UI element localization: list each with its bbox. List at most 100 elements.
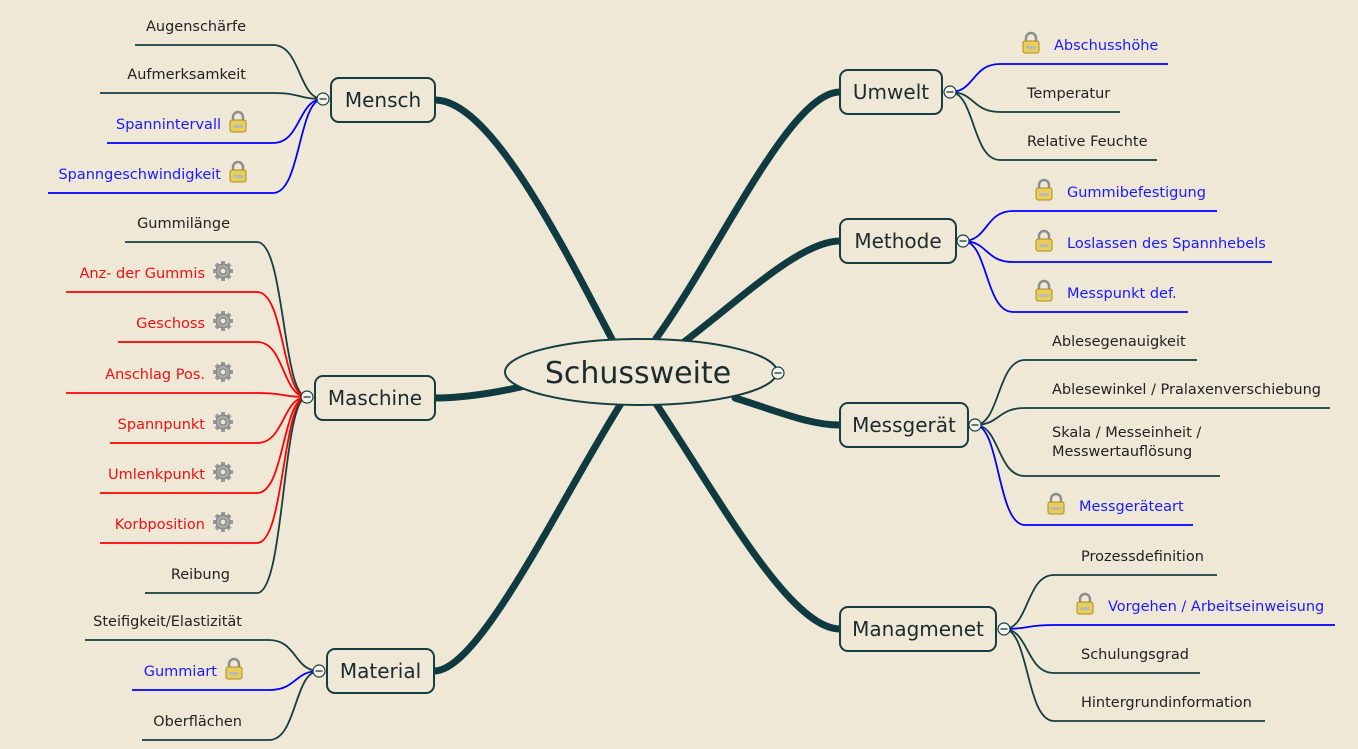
subtopic[interactable]: Spannintervall <box>107 98 324 144</box>
gear-icon <box>213 362 233 382</box>
subtopic-label: Messgeräteart <box>1079 499 1184 515</box>
subtopic[interactable]: Augenschärfe <box>135 19 324 100</box>
subtopic-label: Schulungsgrad <box>1081 647 1189 663</box>
subtopic[interactable]: Umlenkpunkt <box>100 396 308 494</box>
subtopic-label: Loslassen des Spannhebels <box>1067 236 1266 252</box>
main-branch-connectors <box>430 88 844 675</box>
subtopic-label: Geschoss <box>136 316 205 332</box>
subtopic[interactable]: Prozessdefinition <box>1003 549 1217 630</box>
main-connector <box>431 96 619 349</box>
main-topic-label: Material <box>340 659 421 683</box>
subtopic-connector <box>949 91 1120 113</box>
subtopic[interactable]: Skala / Messeinheit /Messwertauflösung <box>974 424 1220 477</box>
subtopic[interactable]: Ablesewinkel / Pralaxenverschiebung <box>974 382 1330 426</box>
subtopic-label: Abschusshöhe <box>1054 38 1158 54</box>
subtopic-label: Vorgehen / Arbeitseinweisung <box>1108 599 1324 615</box>
subtopic-label: Anschlag Pos. <box>105 367 205 383</box>
subtopic[interactable]: Relative Feuchte <box>949 91 1157 161</box>
subtopic-connector <box>125 241 308 398</box>
lock-icon <box>1035 178 1053 201</box>
central-topic[interactable]: Schussweite <box>504 338 778 406</box>
subtopic[interactable]: Oberflächen <box>142 670 320 741</box>
subtopic-connector <box>974 424 1220 477</box>
branch-0: AugenschärfeAufmerksamkeitSpannintervall… <box>48 19 436 194</box>
subtopic[interactable]: Hintergrundinformation <box>1003 628 1265 722</box>
subtopic-label: Ablesewinkel / Pralaxenverschiebung <box>1052 382 1321 398</box>
subtopic[interactable]: Gummiart <box>132 657 320 691</box>
collapse-toggle[interactable] <box>312 664 326 678</box>
subtopic-label: Anz- der Gummis <box>79 266 205 282</box>
subtopic-label: Skala / Messeinheit / <box>1052 425 1201 441</box>
subtopic[interactable]: Temperatur <box>949 86 1120 113</box>
subtopic[interactable]: Abschusshöhe <box>949 31 1168 93</box>
subtopic-label: Umlenkpunkt <box>108 467 205 483</box>
lock-icon <box>1035 229 1053 252</box>
central-collapse-toggle[interactable] <box>771 366 785 380</box>
lock-icon <box>1035 279 1053 302</box>
subtopic-label: Temperatur <box>1026 86 1110 102</box>
collapse-toggle[interactable] <box>300 390 314 404</box>
collapse-toggle[interactable] <box>968 418 982 432</box>
gear-icon <box>213 261 233 281</box>
main-topic-2[interactable]: Material <box>326 648 435 694</box>
main-topic-0[interactable]: Mensch <box>330 77 436 123</box>
subtopic[interactable]: Gummilänge <box>125 216 308 398</box>
subtopic[interactable]: Anz- der Gummis <box>66 261 308 398</box>
subtopic-connector <box>962 240 1272 263</box>
subtopic-connector <box>66 392 308 398</box>
subtopic[interactable]: Gummibefestigung <box>962 178 1217 242</box>
subtopic[interactable]: Geschoss <box>118 311 308 398</box>
gear-icon <box>213 512 233 532</box>
main-topic-3[interactable]: Umwelt <box>839 69 943 115</box>
subtopic-connector <box>142 670 320 741</box>
main-topic-4[interactable]: Methode <box>839 218 957 264</box>
main-topic-label: Messgerät <box>852 413 956 437</box>
subtopic-connector <box>135 44 324 100</box>
subtopic[interactable]: Vorgehen / Arbeitseinweisung <box>1003 592 1335 630</box>
subtopic-connector <box>100 92 324 100</box>
subtopic-label: Gummilänge <box>137 216 230 232</box>
lock-icon <box>1022 31 1040 54</box>
subtopic[interactable]: Reibung <box>145 396 308 594</box>
collapse-toggle[interactable] <box>956 234 970 248</box>
subtopic[interactable]: Aufmerksamkeit <box>100 67 324 100</box>
main-connector <box>676 237 844 349</box>
subtopic[interactable]: Korbposition <box>100 396 308 544</box>
subtopic-label: Spannintervall <box>116 117 221 133</box>
lock-icon <box>229 110 247 133</box>
subtopic-connector <box>110 396 308 444</box>
main-topic-label: Mensch <box>345 88 421 112</box>
subtopic[interactable]: Spannpunkt <box>110 396 308 444</box>
subtopic-label: Aufmerksamkeit <box>127 67 246 83</box>
subtopic[interactable]: Loslassen des Spannhebels <box>962 229 1272 263</box>
subtopic[interactable]: Schulungsgrad <box>1003 628 1200 674</box>
main-topic-label: Maschine <box>328 386 422 410</box>
subtopic-label: Relative Feuchte <box>1027 134 1148 150</box>
subtopic[interactable]: Messpunkt def. <box>962 240 1188 313</box>
subtopic[interactable]: Steifigkeit/Elastizität <box>85 614 320 672</box>
collapse-toggle[interactable] <box>943 85 957 99</box>
main-topic-6[interactable]: Managmenet <box>839 606 997 652</box>
subtopic-connector <box>118 341 308 398</box>
subtopic-label: Oberflächen <box>153 714 242 730</box>
main-topic-1[interactable]: Maschine <box>314 375 436 421</box>
subtopic-connector <box>145 396 308 594</box>
main-connector <box>430 398 626 675</box>
subtopic-label: Messpunkt def. <box>1067 286 1177 302</box>
subtopic[interactable]: Messgeräteart <box>974 424 1193 526</box>
collapse-toggle[interactable] <box>316 92 330 106</box>
subtopic-connector <box>66 291 308 398</box>
lock-icon <box>1076 592 1094 615</box>
subtopic[interactable]: Ablesegenauigkeit <box>974 334 1197 426</box>
subtopic-connector <box>974 407 1330 426</box>
subtopic[interactable]: Anschlag Pos. <box>66 362 308 398</box>
main-topic-5[interactable]: Messgerät <box>839 402 969 448</box>
subtopic[interactable]: Spanngeschwindigkeit <box>48 98 324 194</box>
subtopic-label: Reibung <box>171 567 230 583</box>
collapse-toggle[interactable] <box>997 622 1011 636</box>
subtopic-connector <box>962 210 1217 242</box>
